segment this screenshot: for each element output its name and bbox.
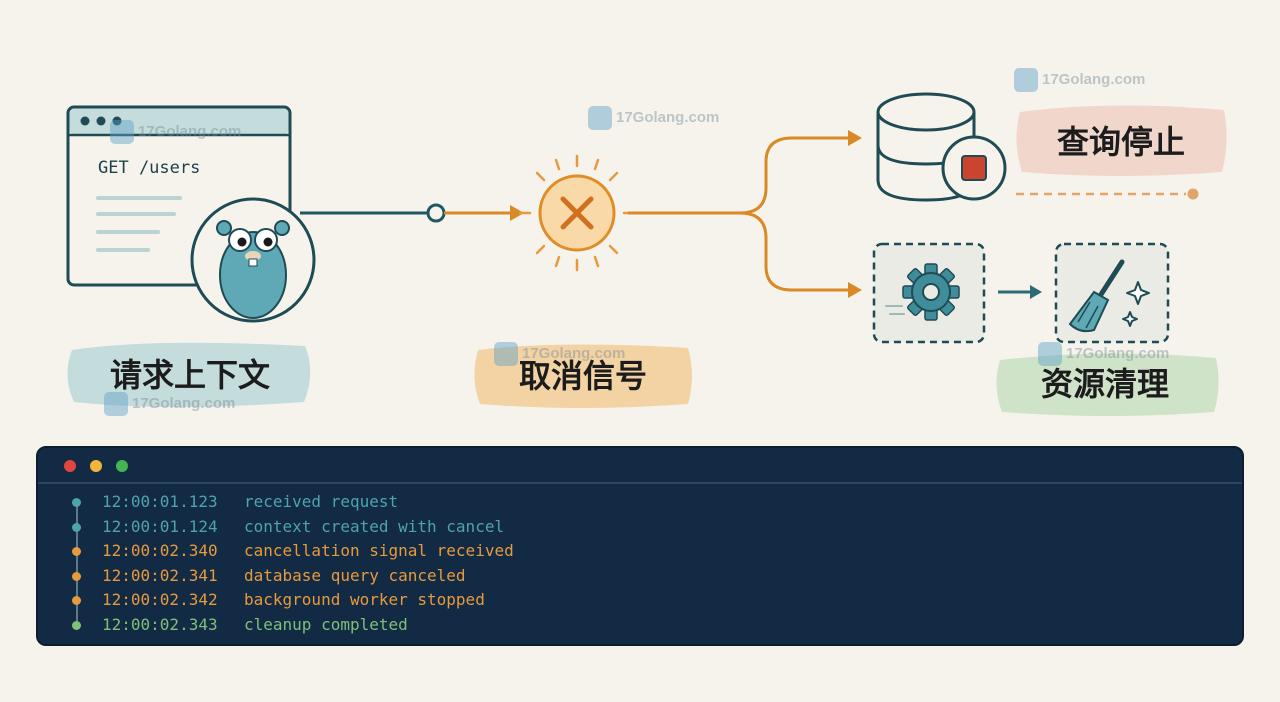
stop-line-end: [1187, 188, 1199, 200]
log-message: cancellation signal received: [244, 541, 514, 561]
log-message: context created with cancel: [244, 516, 505, 536]
log-time: 12:00:02.341: [102, 565, 218, 585]
log-marker: [72, 498, 81, 507]
watermark-badge-icon: [588, 106, 612, 130]
branch-connector: [628, 136, 848, 215]
gear-icon: [902, 263, 960, 321]
cancel-signal-icon: [518, 154, 636, 272]
watermark-badge-icon: [110, 120, 134, 144]
watermark: 17Golang.com: [494, 342, 625, 366]
branch-arrow-head-top: [848, 130, 862, 146]
resource-cleanup-label: 资源清理: [1040, 365, 1169, 403]
watermark: 17Golang.com: [104, 392, 235, 416]
log-row: 12:00:02.342 background worker stopped: [38, 588, 1242, 613]
brush-stop: [1016, 105, 1227, 176]
query-stop-label: 查询停止: [1056, 123, 1185, 161]
minimize-dot-icon[interactable]: [90, 460, 102, 472]
log-timeline: [76, 504, 78, 626]
watermark-badge-icon: [494, 342, 518, 366]
broom-box: [1054, 242, 1170, 344]
brush-request: [67, 342, 311, 407]
gopher-icon: [190, 197, 316, 323]
worker-gear-box: [872, 242, 986, 344]
watermark: 17Golang.com: [588, 106, 719, 130]
terminal-window: 12:00:01.123 received request 12:00:01.12…: [36, 446, 1244, 646]
log-list: 12:00:01.123 received request 12:00:01.12…: [38, 490, 1242, 638]
terminal-title-bar: [38, 448, 1242, 484]
branch-arrow-head-bottom: [848, 282, 862, 298]
log-marker: [72, 522, 81, 532]
close-dot-icon[interactable]: [64, 460, 76, 472]
brush-cleanup: [996, 353, 1219, 416]
request-line: GET /users: [98, 158, 201, 178]
cleanup-arrow-head: [1030, 285, 1042, 299]
log-row: 12:00:02.341 database query canceled: [38, 564, 1242, 589]
log-marker: [72, 596, 81, 606]
watermark: 17Golang.com: [110, 120, 241, 144]
stop-icon: [941, 135, 1007, 201]
log-time: 12:00:02.342: [102, 590, 218, 610]
request-context-label: 请求上下文: [109, 356, 270, 394]
cancel-signal-label: 取消信号: [518, 357, 647, 395]
log-marker: [72, 620, 81, 630]
broom-icon: [1068, 259, 1125, 333]
branch-connector-lower: [739, 211, 848, 292]
log-message: received request: [244, 492, 399, 511]
signal-arrow-head: [510, 205, 524, 221]
log-row: 12:00:01.123 received request: [38, 490, 1242, 515]
watermark-badge-icon: [104, 392, 128, 416]
log-marker: [72, 547, 81, 557]
log-time: 12:00:01.124: [102, 516, 218, 536]
log-message: cleanup completed: [244, 614, 408, 634]
connector-node: [426, 203, 446, 223]
maximize-dot-icon[interactable]: [116, 460, 128, 472]
watermark: 17Golang.com: [1038, 342, 1169, 366]
watermark: 17Golang.com: [1014, 68, 1145, 92]
log-row: 12:00:02.343 cleanup completed: [38, 613, 1242, 638]
log-time: 12:00:01.123: [102, 492, 218, 511]
brush-cancel: [474, 344, 692, 408]
log-marker: [72, 571, 81, 581]
log-row: 12:00:02.340 cancellation signal received: [38, 539, 1242, 564]
log-message: database query canceled: [244, 565, 466, 585]
log-time: 12:00:02.340: [102, 541, 218, 561]
sparkle-icon: [1122, 281, 1150, 327]
log-time: 12:00:02.343: [102, 614, 218, 634]
log-message: background worker stopped: [244, 590, 485, 610]
watermark-badge-icon: [1014, 68, 1038, 92]
watermark-badge-icon: [1038, 342, 1062, 366]
log-row: 12:00:01.124 context created with cancel: [38, 515, 1242, 540]
